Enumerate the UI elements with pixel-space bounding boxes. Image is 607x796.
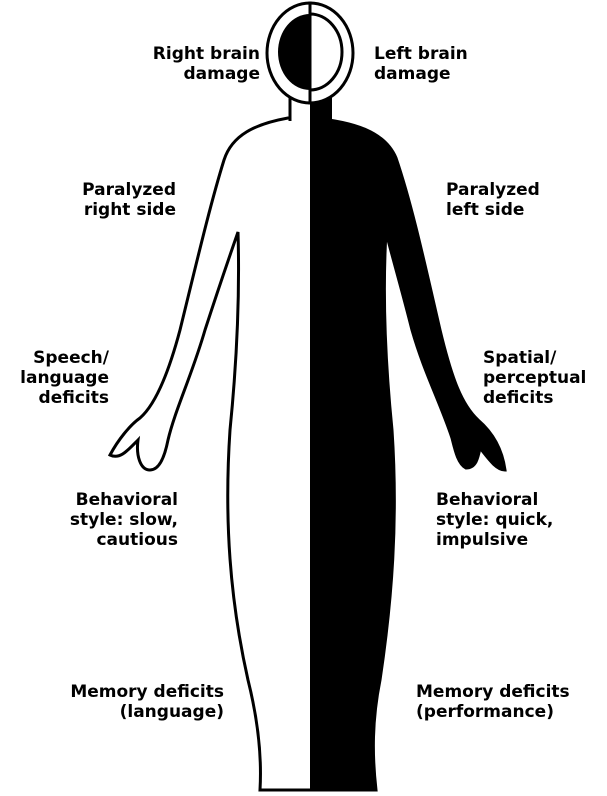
paralyzed-right-side-label: Paralyzed right side <box>40 180 176 220</box>
spatial-perceptual-deficits-line-2: perceptual <box>483 368 586 388</box>
paralyzed-left-side-label: Paralyzed left side <box>446 180 540 220</box>
speech-language-deficits-label: Speech/ language deficits <box>14 348 109 408</box>
behavioral-style-quick-line-2: style: quick, <box>436 510 553 530</box>
behavioral-style-quick-line-3: impulsive <box>436 530 553 550</box>
memory-deficits-performance-line-2: (performance) <box>416 702 570 722</box>
behavioral-style-quick-line-1: Behavioral <box>436 490 553 510</box>
left-brain-damage-line-2: damage <box>374 64 468 84</box>
spatial-perceptual-deficits-line-3: deficits <box>483 388 586 408</box>
speech-language-deficits-line-2: language <box>14 368 109 388</box>
spatial-perceptual-deficits-line-1: Spatial/ <box>483 348 586 368</box>
spatial-perceptual-deficits-label: Spatial/ perceptual deficits <box>483 348 586 408</box>
paralyzed-right-side-line-1: Paralyzed <box>40 180 176 200</box>
memory-deficits-performance-label: Memory deficits (performance) <box>416 682 570 722</box>
behavioral-style-slow-label: Behavioral style: slow, cautious <box>48 490 178 550</box>
memory-deficits-language-line-1: Memory deficits <box>6 682 224 702</box>
right-brain-damage-line-1: Right brain <box>110 44 260 64</box>
behavioral-style-slow-line-3: cautious <box>48 530 178 550</box>
paralyzed-right-side-line-2: right side <box>40 200 176 220</box>
speech-language-deficits-line-3: deficits <box>14 388 109 408</box>
behavioral-style-slow-line-2: style: slow, <box>48 510 178 530</box>
right-brain-damage-line-2: damage <box>110 64 260 84</box>
memory-deficits-performance-line-1: Memory deficits <box>416 682 570 702</box>
behavioral-style-quick-label: Behavioral style: quick, impulsive <box>436 490 553 550</box>
behavioral-style-slow-line-1: Behavioral <box>48 490 178 510</box>
paralyzed-left-side-line-2: left side <box>446 200 540 220</box>
paralyzed-left-side-line-1: Paralyzed <box>446 180 540 200</box>
memory-deficits-language-label: Memory deficits (language) <box>6 682 224 722</box>
memory-deficits-language-line-2: (language) <box>6 702 224 722</box>
right-brain-damage-label: Right brain damage <box>110 44 260 84</box>
speech-language-deficits-line-1: Speech/ <box>14 348 109 368</box>
brain-icon <box>278 14 342 90</box>
left-brain-damage-line-1: Left brain <box>374 44 468 64</box>
left-brain-damage-label: Left brain damage <box>374 44 468 84</box>
